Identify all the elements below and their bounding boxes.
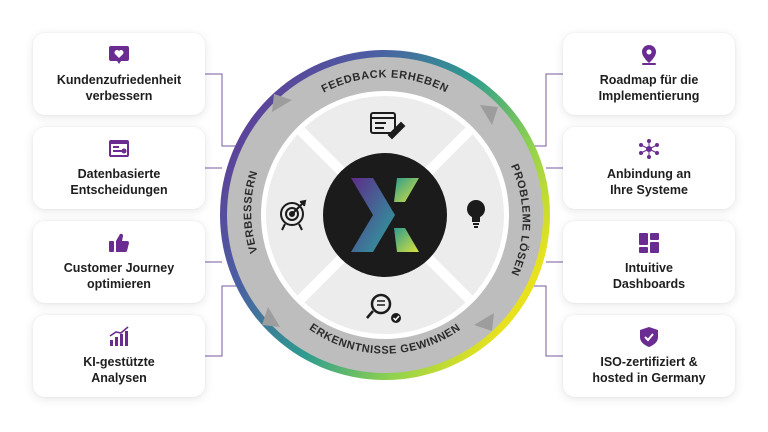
card-label: Kundenzufriedenheit verbessern [56,73,182,103]
card-ki-analysen: KI-gestützte Analysen [33,315,205,397]
arrow-bottom-left [262,307,280,327]
card-label: Roadmap für die Implementierung [598,73,700,103]
arrow-top-right [480,105,498,125]
magnifier-insight-icon [366,293,401,323]
thumbs-up-icon [109,233,129,253]
shield-check-icon [640,327,658,347]
arrow-bottom-right [474,313,494,331]
network-nodes-icon [639,139,659,159]
card-label: Customer Journey optimieren [63,261,175,291]
card-label: ISO-zertifiziert & hosted in Germany [592,355,706,385]
x-logo [351,178,419,252]
lightbulb-icon [467,200,485,228]
card-label: Intuitive Dashboards [612,261,686,291]
card-anbindung: Anbindung an Ihre Systeme [563,127,735,209]
map-pin-icon [642,45,656,65]
heart-chat-icon [109,46,129,64]
card-label: Anbindung an Ihre Systeme [606,167,691,197]
card-datenbasierte-entscheidungen: Datenbasierte Entscheidungen [33,127,205,209]
feedback-form-icon [370,112,406,140]
card-dashboards: Intuitive Dashboards [563,221,735,303]
growth-chart-icon [109,326,129,346]
card-roadmap: Roadmap für die Implementierung [563,33,735,115]
card-label: Datenbasierte Entscheidungen [70,167,168,197]
ring-arrows [262,94,498,331]
card-label: KI-gestützte Analysen [83,355,155,385]
arrow-top-left [272,94,292,112]
data-window-icon [109,140,129,157]
card-iso: ISO-zertifiziert & hosted in Germany [563,315,735,397]
card-customer-journey: Customer Journey optimieren [33,221,205,303]
target-icon [280,199,307,231]
card-kundenzufriedenheit: Kundenzufriedenheit verbessern [33,33,205,115]
dashboard-grid-icon [639,233,659,253]
